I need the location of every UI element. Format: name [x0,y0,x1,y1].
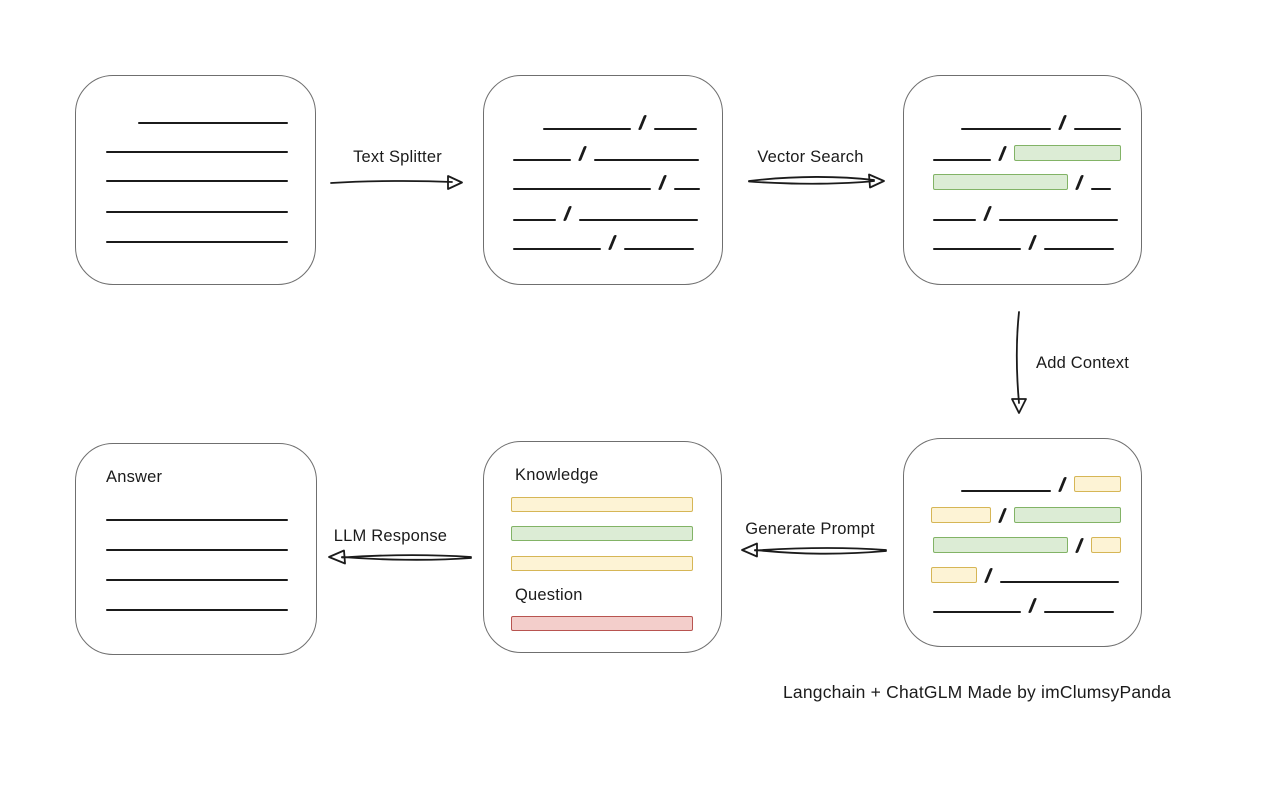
split-chunks-box [483,75,723,285]
slash-mark [1027,235,1038,250]
text-line [579,219,698,221]
text-line [654,128,697,130]
llm-response-label: LLM Response [333,527,448,545]
yellow-highlight-chip [1091,537,1121,553]
slash-mark [1074,538,1085,553]
text-line [106,609,288,611]
text-line [594,159,699,161]
matched-chunks-box [903,75,1142,285]
generate-prompt-arrow [741,542,887,558]
text-line [1044,611,1114,613]
yellow-highlight-chip [931,567,977,583]
chunk-row [961,476,1121,492]
chunk-row [933,174,1111,190]
text-line [999,219,1118,221]
text-line [933,248,1021,250]
answer-label: Answer [106,468,163,486]
add-context-label: Add Context [1036,354,1130,372]
text-line [933,159,991,161]
slash-mark [1074,175,1085,190]
add-context-arrow [1011,311,1027,414]
chunk-row [933,205,1118,221]
chunk-row [931,507,1121,523]
knowledge-bar-green [511,526,693,541]
text-line [624,248,694,250]
text-line [1044,248,1114,250]
text-line [106,549,288,551]
text-splitter-arrow [330,175,463,190]
slash-mark [637,115,648,130]
text-line [543,128,631,130]
green-highlight-chip [933,537,1068,553]
text-line [933,219,976,221]
slash-mark [657,175,668,190]
text-line [513,219,556,221]
slash-mark [577,146,588,161]
text-line [513,248,601,250]
yellow-highlight-chip [931,507,991,523]
slash-mark [997,146,1008,161]
slash-mark [997,508,1008,523]
green-highlight-chip [1014,507,1121,523]
chunk-row [961,114,1121,130]
text-line [961,128,1051,130]
slash-mark [983,568,994,583]
text-splitter-label: Text Splitter [353,148,442,166]
credit-text: Langchain + ChatGLM Made by imClumsyPand… [783,682,1172,702]
green-highlight-chip [933,174,1068,190]
generate-prompt-label: Generate Prompt [745,520,875,538]
chunk-row [933,145,1121,161]
prompt-box: Knowledge Question [483,441,722,653]
chunk-row [933,537,1121,553]
document-box [75,75,316,285]
answer-box: Answer [75,443,317,655]
chunk-row [513,145,699,161]
context-chunks-box [903,438,1142,647]
question-bar-red [511,616,693,631]
vector-search-arrow [748,173,885,189]
text-line [513,188,651,190]
text-line [106,151,288,153]
chunk-row [933,597,1114,613]
slash-mark [607,235,618,250]
text-line [933,611,1021,613]
slash-mark [562,206,573,221]
knowledge-label: Knowledge [515,466,599,484]
text-line [961,490,1051,492]
text-line [138,122,288,124]
text-line [106,241,288,243]
chunk-row [931,567,1119,583]
text-line [1091,188,1111,190]
slash-mark [982,206,993,221]
text-line [106,180,288,182]
yellow-highlight-chip [1074,476,1121,492]
chunk-row [513,174,700,190]
text-line [106,519,288,521]
slash-mark [1057,477,1068,492]
vector-search-label: Vector Search [757,148,864,166]
chunk-row [513,234,694,250]
green-highlight-chip [1014,145,1121,161]
text-line [106,211,288,213]
llm-response-arrow [328,549,472,565]
text-line [1074,128,1121,130]
chunk-row [513,205,698,221]
knowledge-bar-yellow [511,556,693,571]
text-line [1000,581,1119,583]
chunk-row [933,234,1114,250]
text-line [106,579,288,581]
chunk-row [543,114,697,130]
text-line [674,188,700,190]
slash-mark [1027,598,1038,613]
text-line [513,159,571,161]
question-label: Question [515,586,583,604]
knowledge-bar-yellow [511,497,693,512]
slash-mark [1057,115,1068,130]
